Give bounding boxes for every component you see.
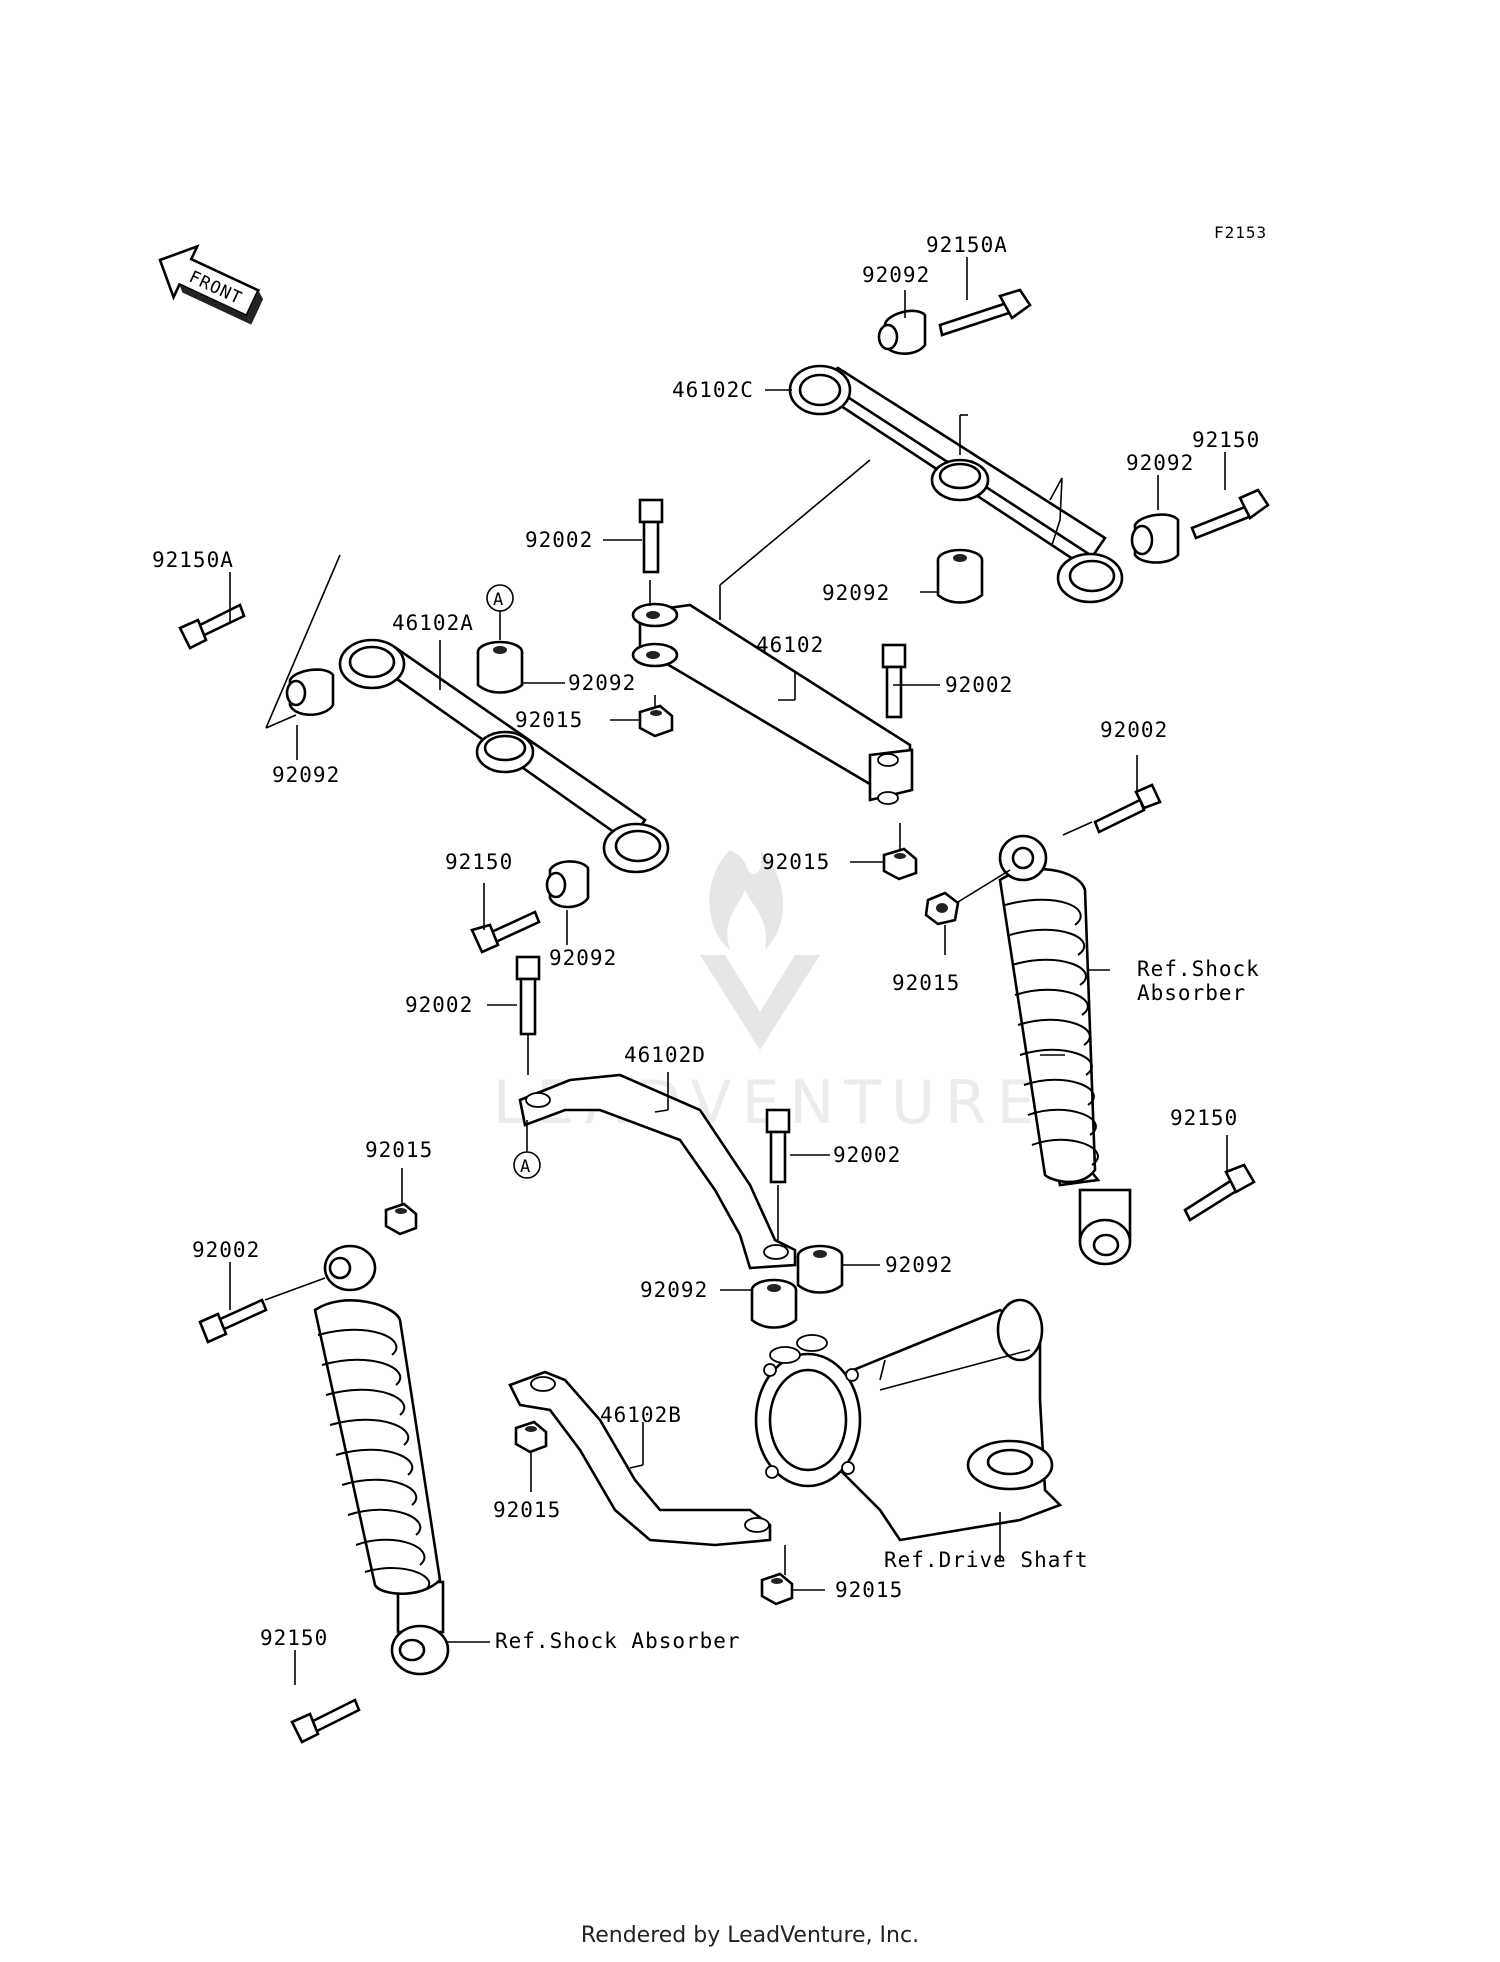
drive-shaft-housing	[754, 1298, 1063, 1542]
label-92002-e: 92002	[833, 1143, 901, 1167]
label-46102: 46102	[756, 633, 824, 657]
label-ref-shock-right-1: Ref.Shock	[1137, 957, 1260, 981]
bolt-92002-f	[198, 1298, 268, 1344]
bushing-92092-left	[285, 668, 335, 717]
bolt-92002-e	[765, 1108, 791, 1184]
label-92002-f: 92002	[192, 1238, 260, 1262]
part-labels: 92150A 92092 46102C 92150 92092 92002 92…	[152, 233, 1260, 1653]
label-46102D: 46102D	[624, 1043, 706, 1067]
label-92150-right: 92150	[1170, 1106, 1238, 1130]
arm-46102A	[338, 638, 670, 874]
nut-92015-f	[760, 1572, 794, 1606]
bolt-92150A-left	[178, 603, 246, 650]
callout-a-bottom: A	[513, 1120, 541, 1179]
label-ref-shock-right-2: Absorber	[1137, 981, 1246, 1005]
bracket-46102B	[508, 1370, 772, 1547]
label-92015-d: 92015	[365, 1138, 433, 1162]
nut-92015-b	[882, 847, 918, 881]
label-92002-d: 92002	[405, 993, 473, 1017]
bushing-92092-mid	[936, 548, 984, 604]
callout-a-top: A	[486, 584, 514, 640]
label-92150A-top: 92150A	[926, 233, 1008, 257]
shock-absorber-right	[998, 834, 1132, 1266]
label-92002-a: 92002	[525, 528, 593, 552]
label-46102B: 46102B	[600, 1403, 682, 1427]
label-92015-b: 92015	[762, 850, 830, 874]
bolt-92150-topright	[1190, 488, 1270, 540]
bolt-92002-d	[1093, 783, 1162, 834]
label-92002-b: 92002	[945, 673, 1013, 697]
label-92015-a: 92015	[515, 708, 583, 732]
label-92015-c: 92015	[892, 971, 960, 995]
bushing-92092-a	[476, 640, 524, 694]
shock-absorber-left	[313, 1244, 450, 1676]
label-92150-mid: 92150	[445, 850, 513, 874]
bolt-92002-c	[515, 955, 541, 1036]
bushing-92092-right	[1130, 513, 1180, 564]
bolt-92002-a	[638, 498, 664, 574]
nut-92015-a	[638, 704, 674, 738]
callout-a-bottom-letter: A	[520, 1157, 531, 1177]
bolt-92150-bottom	[290, 1698, 361, 1744]
label-92092-c: 92092	[885, 1253, 953, 1277]
footer-credit: Rendered by LeadVenture, Inc.	[580, 1923, 920, 1948]
label-92150-bottom: 92150	[260, 1626, 328, 1650]
label-92092-right: 92092	[1126, 451, 1194, 475]
label-92092-a: 92092	[568, 671, 636, 695]
bolt-92150-mid	[470, 910, 541, 954]
label-92092-d: 92092	[640, 1278, 708, 1302]
label-92092-b: 92092	[549, 946, 617, 970]
label-ref-shock-bottom: Ref.Shock Absorber	[495, 1629, 741, 1653]
label-92015-e: 92015	[493, 1498, 561, 1522]
label-46102A: 46102A	[392, 611, 474, 635]
nut-92015-d	[384, 1202, 418, 1236]
label-ref-drive-shaft: Ref.Drive Shaft	[884, 1548, 1089, 1572]
bracket-46102	[631, 602, 914, 805]
label-92092-top: 92092	[862, 263, 930, 287]
front-arrow: FRONT	[158, 244, 264, 325]
bracket-46102D	[518, 1073, 797, 1270]
label-92015-f: 92015	[835, 1578, 903, 1602]
arm-46102C	[788, 364, 1124, 604]
bushing-92092-c	[750, 1278, 798, 1329]
bushing-92092-top	[877, 309, 927, 355]
bolt-92150-right	[1183, 1163, 1256, 1222]
bushing-92092-d	[796, 1244, 844, 1294]
label-46102C: 46102C	[672, 378, 754, 402]
label-92150-topright: 92150	[1192, 428, 1260, 452]
figure-code: F2153	[1214, 223, 1267, 242]
bolt-92002-b	[881, 643, 907, 719]
label-92002-c: 92002	[1100, 718, 1168, 742]
nut-92015-e	[514, 1420, 548, 1454]
label-92092-mid: 92092	[822, 581, 890, 605]
label-92092-left: 92092	[272, 763, 340, 787]
nut-92015-c	[924, 891, 960, 926]
bushing-92092-b	[545, 860, 590, 909]
leader-lines	[229, 257, 1228, 1685]
bolt-92150A-top	[938, 288, 1032, 337]
label-92150A-left: 92150A	[152, 548, 234, 572]
callout-a-top-letter: A	[493, 590, 504, 610]
